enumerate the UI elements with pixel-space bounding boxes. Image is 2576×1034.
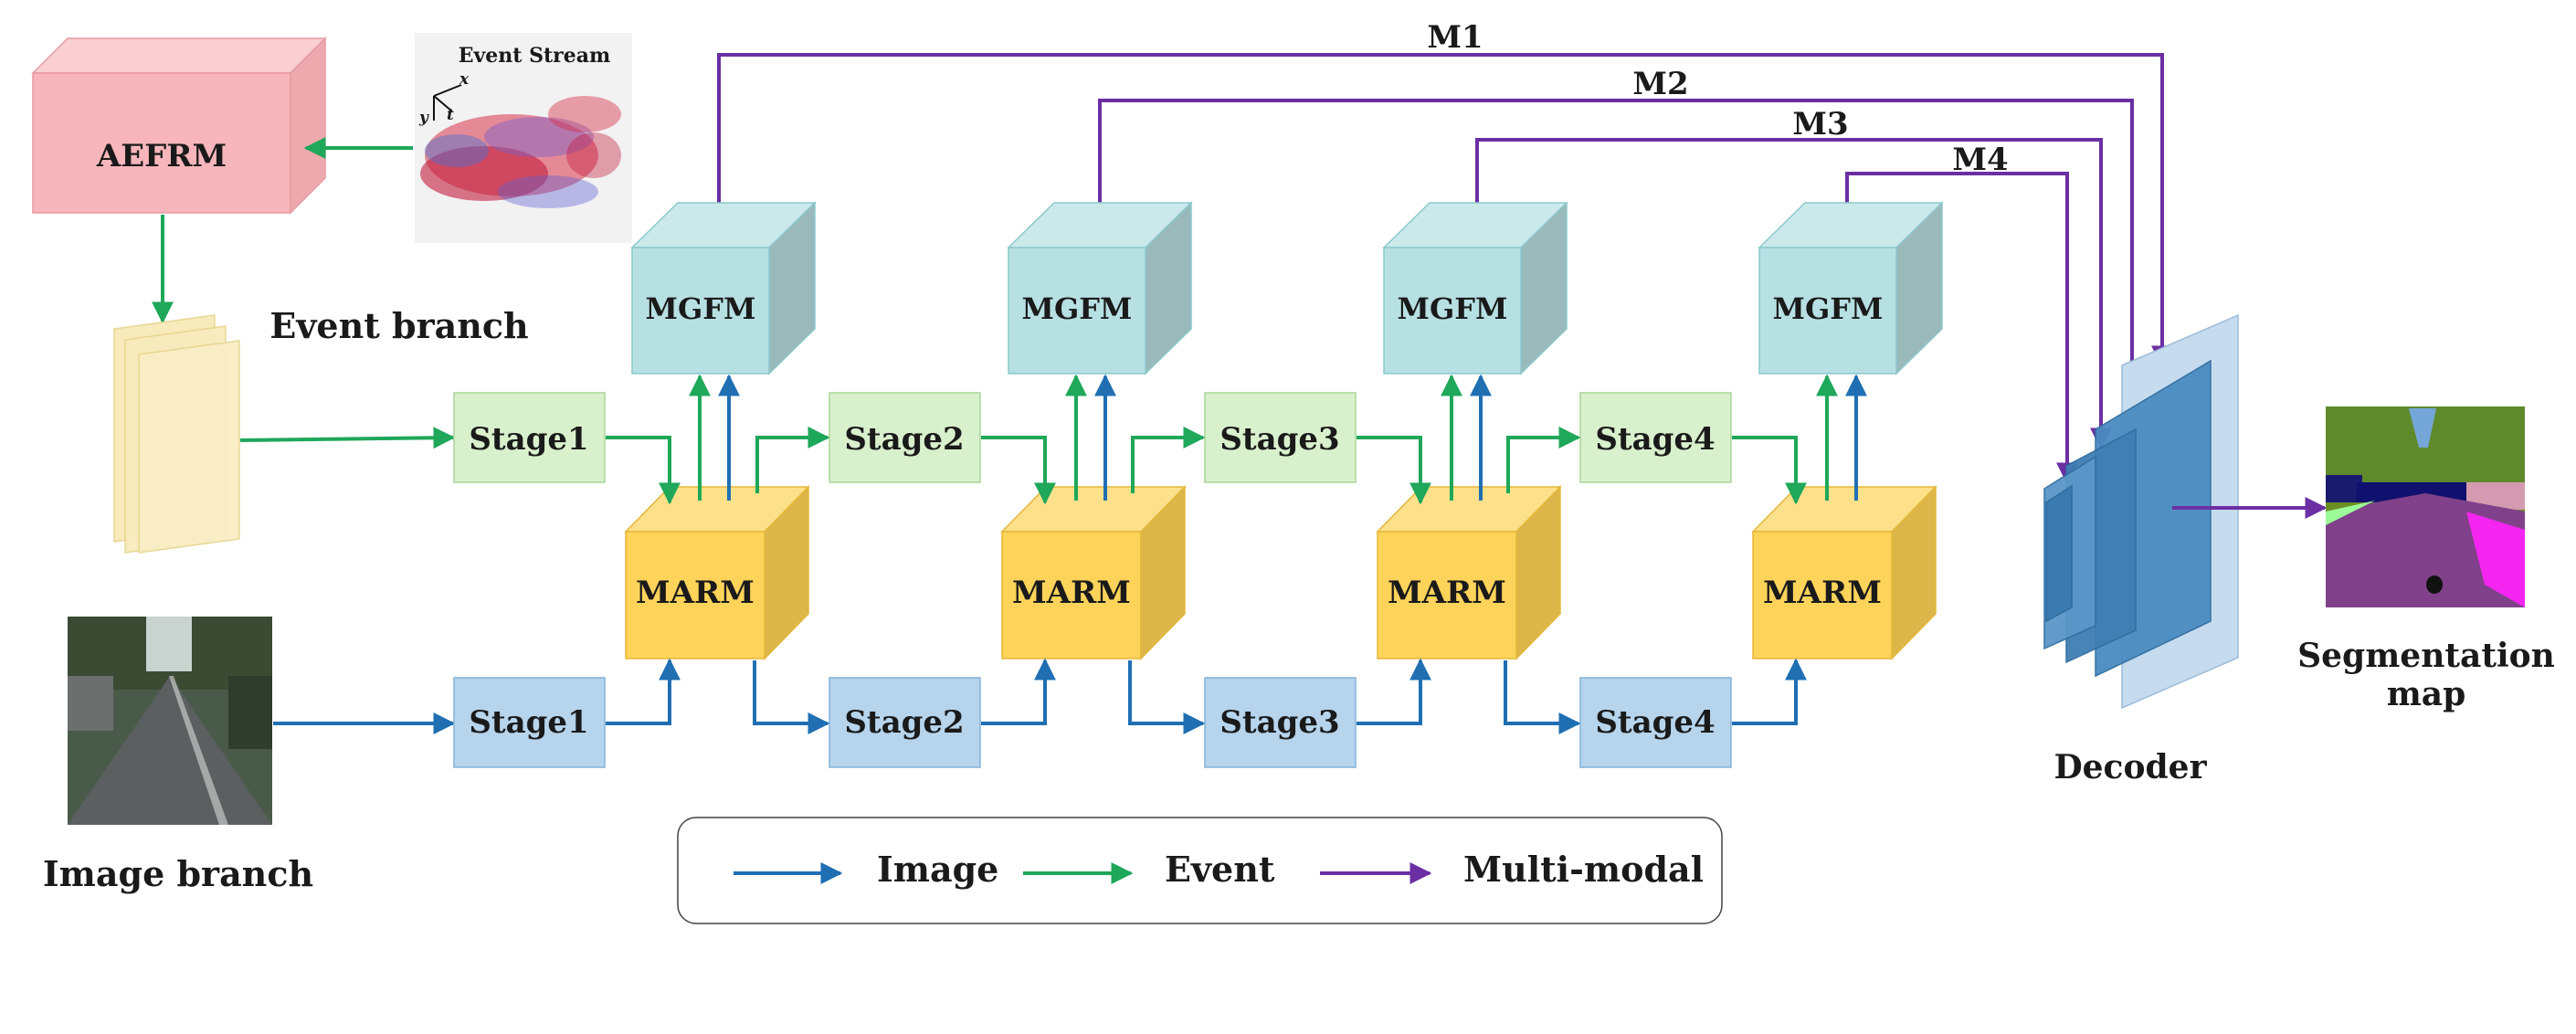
image-stage-1: Stage1 [453,677,606,768]
image-stage-1-label: Stage1 [469,704,588,741]
road-scene-image [68,617,272,825]
mgfm-block-4: MGFM [1758,201,1944,375]
event-stage-4-label: Stage4 [1595,421,1715,458]
marm-label-4: MARM [1763,575,1882,611]
image-branch-label: Image branch [43,853,313,894]
mgfm-label-4: MGFM [1773,291,1884,326]
decoder-block [2043,313,2239,710]
axis-x-label: x [459,70,470,89]
mgfm-block-2: MGFM [1007,201,1193,375]
marm-label-3: MARM [1388,575,1506,611]
mgfm-label-3: MGFM [1398,291,1508,326]
aefrm-label: AEFRM [96,138,227,174]
event-stage-2: Stage2 [829,392,981,483]
segmentation-label-line2: map [2387,675,2466,713]
event-flow-arrows [606,374,1838,505]
event-frames-to-stage1-arrow [239,427,456,449]
event-stage-1: Stage1 [453,392,606,483]
legend-image-label: Image [877,849,998,890]
event-stream-image: Event Stream x y t [415,33,632,243]
m4-link [1845,172,2078,485]
event-stage-2-label: Stage2 [844,421,964,458]
image-stage-3-label: Stage3 [1219,704,1339,741]
event-branch-label: Event branch [269,305,528,346]
segmentation-map-image [2326,406,2525,607]
event-stage-4: Stage4 [1579,392,1732,483]
m1-label: M1 [1427,19,1483,56]
event-stage-3: Stage3 [1204,392,1357,483]
m1-link [717,53,2173,368]
event-frames-stack [113,314,240,554]
mgfm-block-3: MGFM [1382,201,1568,375]
legend: Image Event Multi-modal [677,817,1723,924]
event-stage-1-label: Stage1 [469,421,588,458]
marm-label-1: MARM [636,575,755,611]
m3-label: M3 [1792,106,1848,142]
decoder-label: Decoder [2053,748,2207,786]
marm-block-2: MARM [1000,485,1187,660]
image-stage-3: Stage3 [1204,677,1357,768]
image-flow-arrows [606,374,1867,734]
marm-block-4: MARM [1751,485,1937,660]
mgfm-label-2: MGFM [1022,291,1133,326]
image-stage-4-label: Stage4 [1595,704,1715,741]
image-stage-2: Stage2 [829,677,981,768]
m2-label: M2 [1632,66,1688,102]
mgfm-block-1: MGFM [630,201,817,375]
legend-multimodal-label: Multi-modal [1463,849,1704,890]
mgfm-label-1: MGFM [646,291,756,326]
image-stage-2-label: Stage2 [844,704,964,741]
marm-block-3: MARM [1376,485,1562,660]
m2-link [1098,99,2143,425]
marm-block-1: MARM [624,485,810,660]
image-stage-4: Stage4 [1579,677,1732,768]
axis-y-label: y [418,109,429,127]
xyt-axes-icon [433,84,462,121]
legend-event-label: Event [1165,849,1275,890]
multimodal-links [717,53,2173,485]
legend-box [677,817,1723,924]
marm-label-2: MARM [1012,575,1131,611]
aefrm-block: AEFRM [31,37,327,215]
axis-t-label: t [447,106,454,124]
event-stream-points [420,96,621,208]
event-stage-3-label: Stage3 [1219,421,1339,458]
m4-label: M4 [1952,142,2008,178]
segmentation-label-line1: Segmentation [2297,637,2555,675]
event-stream-title: Event Stream [459,44,611,68]
m3-link [1475,138,2112,450]
